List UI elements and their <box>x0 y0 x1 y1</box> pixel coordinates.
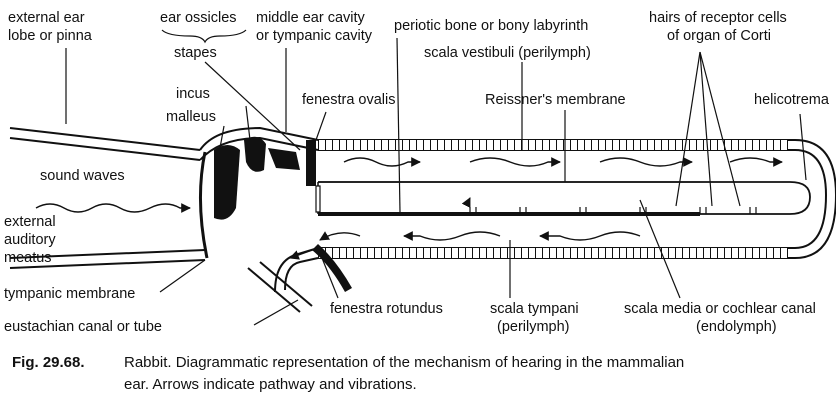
label-external-ear-2: lobe or pinna <box>8 28 93 44</box>
label-scala-vestibuli: scala vestibuli (perilymph) <box>424 45 591 61</box>
label-periotic: periotic bone or bony labyrinth <box>394 18 588 34</box>
label-fenestra-ovalis: fenestra ovalis <box>302 92 396 108</box>
label-hairs-2: of organ of Corti <box>667 28 771 44</box>
caption-number: Fig. 29.68. <box>12 354 85 371</box>
label-reissner: Reissner's membrane <box>485 92 626 108</box>
label-meatus-2: auditory <box>4 232 56 248</box>
caption-line-2: ear. Arrows indicate pathway and vibrati… <box>124 376 417 393</box>
label-sound-waves: sound waves <box>40 168 125 184</box>
label-ear-ossicles: ear ossicles <box>160 10 237 26</box>
label-meatus-1: external <box>4 214 56 230</box>
label-scala-tympani-2: (perilymph) <box>497 319 570 335</box>
label-tympanic-membrane: tympanic membrane <box>4 286 135 302</box>
label-middle-ear-1: middle ear cavity <box>256 10 366 26</box>
label-helicotrema: helicotrema <box>754 92 830 108</box>
figure-caption: Fig. 29.68. Rabbit. Diagrammatic represe… <box>0 344 836 408</box>
label-external-ear-1: external ear <box>8 10 85 26</box>
label-hairs-1: hairs of receptor cells <box>649 10 787 26</box>
label-fenestra-rotundus: fenestra rotundus <box>330 301 443 317</box>
label-scala-media-1: scala media or cochlear canal <box>624 301 816 317</box>
label-middle-ear-2: or tympanic cavity <box>256 28 373 44</box>
label-incus: incus <box>176 86 210 102</box>
label-stapes: stapes <box>174 45 217 61</box>
label-malleus: malleus <box>166 109 216 125</box>
label-scala-media-2: (endolymph) <box>696 319 777 335</box>
label-eustachian: eustachian canal or tube <box>4 319 162 335</box>
label-meatus-3: meatus <box>4 250 52 266</box>
caption-line-1: Rabbit. Diagrammatic representation of t… <box>124 354 684 371</box>
label-scala-tympani-1: scala tympani <box>490 301 579 317</box>
